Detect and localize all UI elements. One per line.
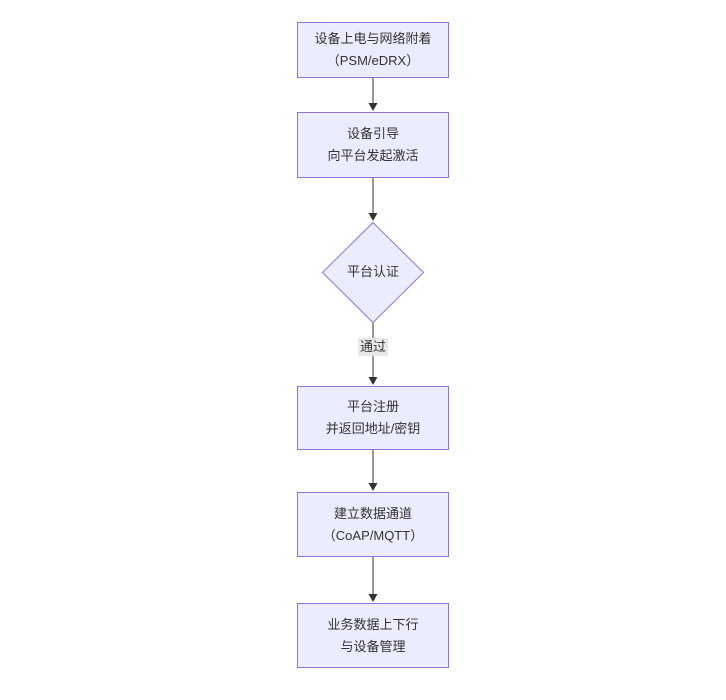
node-power-attach: 设备上电与网络附着 （PSM/eDRX）	[297, 22, 449, 78]
node-label-line: （PSM/eDRX）	[326, 53, 420, 68]
node-label-line: 业务数据上下行	[327, 616, 419, 632]
arrowhead-power-to-bootstrap	[368, 103, 378, 111]
decision-platform-auth-label: 平台认证	[346, 264, 400, 279]
arrowhead-auth-to-register	[368, 377, 378, 385]
node-label-line: 向平台发起激活	[327, 148, 419, 163]
arrowhead-bootstrap-to-auth	[368, 213, 378, 221]
edge-label-pass: 通过	[357, 338, 389, 356]
node-label-line: 设备上电与网络附着	[314, 31, 432, 46]
node-label-line: 并返回地址/密钥	[325, 421, 421, 436]
node-business-data: 业务数据上下行 与设备管理	[297, 603, 449, 668]
arrowhead-channel-to-business	[368, 594, 378, 602]
node-label-line: 建立数据通道	[333, 505, 412, 521]
node-bootstrap: 设备引导 向平台发起激活	[297, 112, 449, 178]
node-label-line: 与设备管理	[340, 638, 406, 654]
node-label-line: 设备引导	[346, 126, 399, 141]
node-label-line: 平台注册	[346, 399, 399, 414]
node-platform-register: 平台注册 并返回地址/密钥	[297, 386, 449, 450]
node-data-channel: 建立数据通道 （CoAP/MQTT）	[297, 492, 449, 557]
arrowhead-register-to-channel	[368, 483, 378, 491]
node-label-line: （CoAP/MQTT）	[322, 527, 424, 543]
decision-diamond-shape	[321, 221, 425, 324]
